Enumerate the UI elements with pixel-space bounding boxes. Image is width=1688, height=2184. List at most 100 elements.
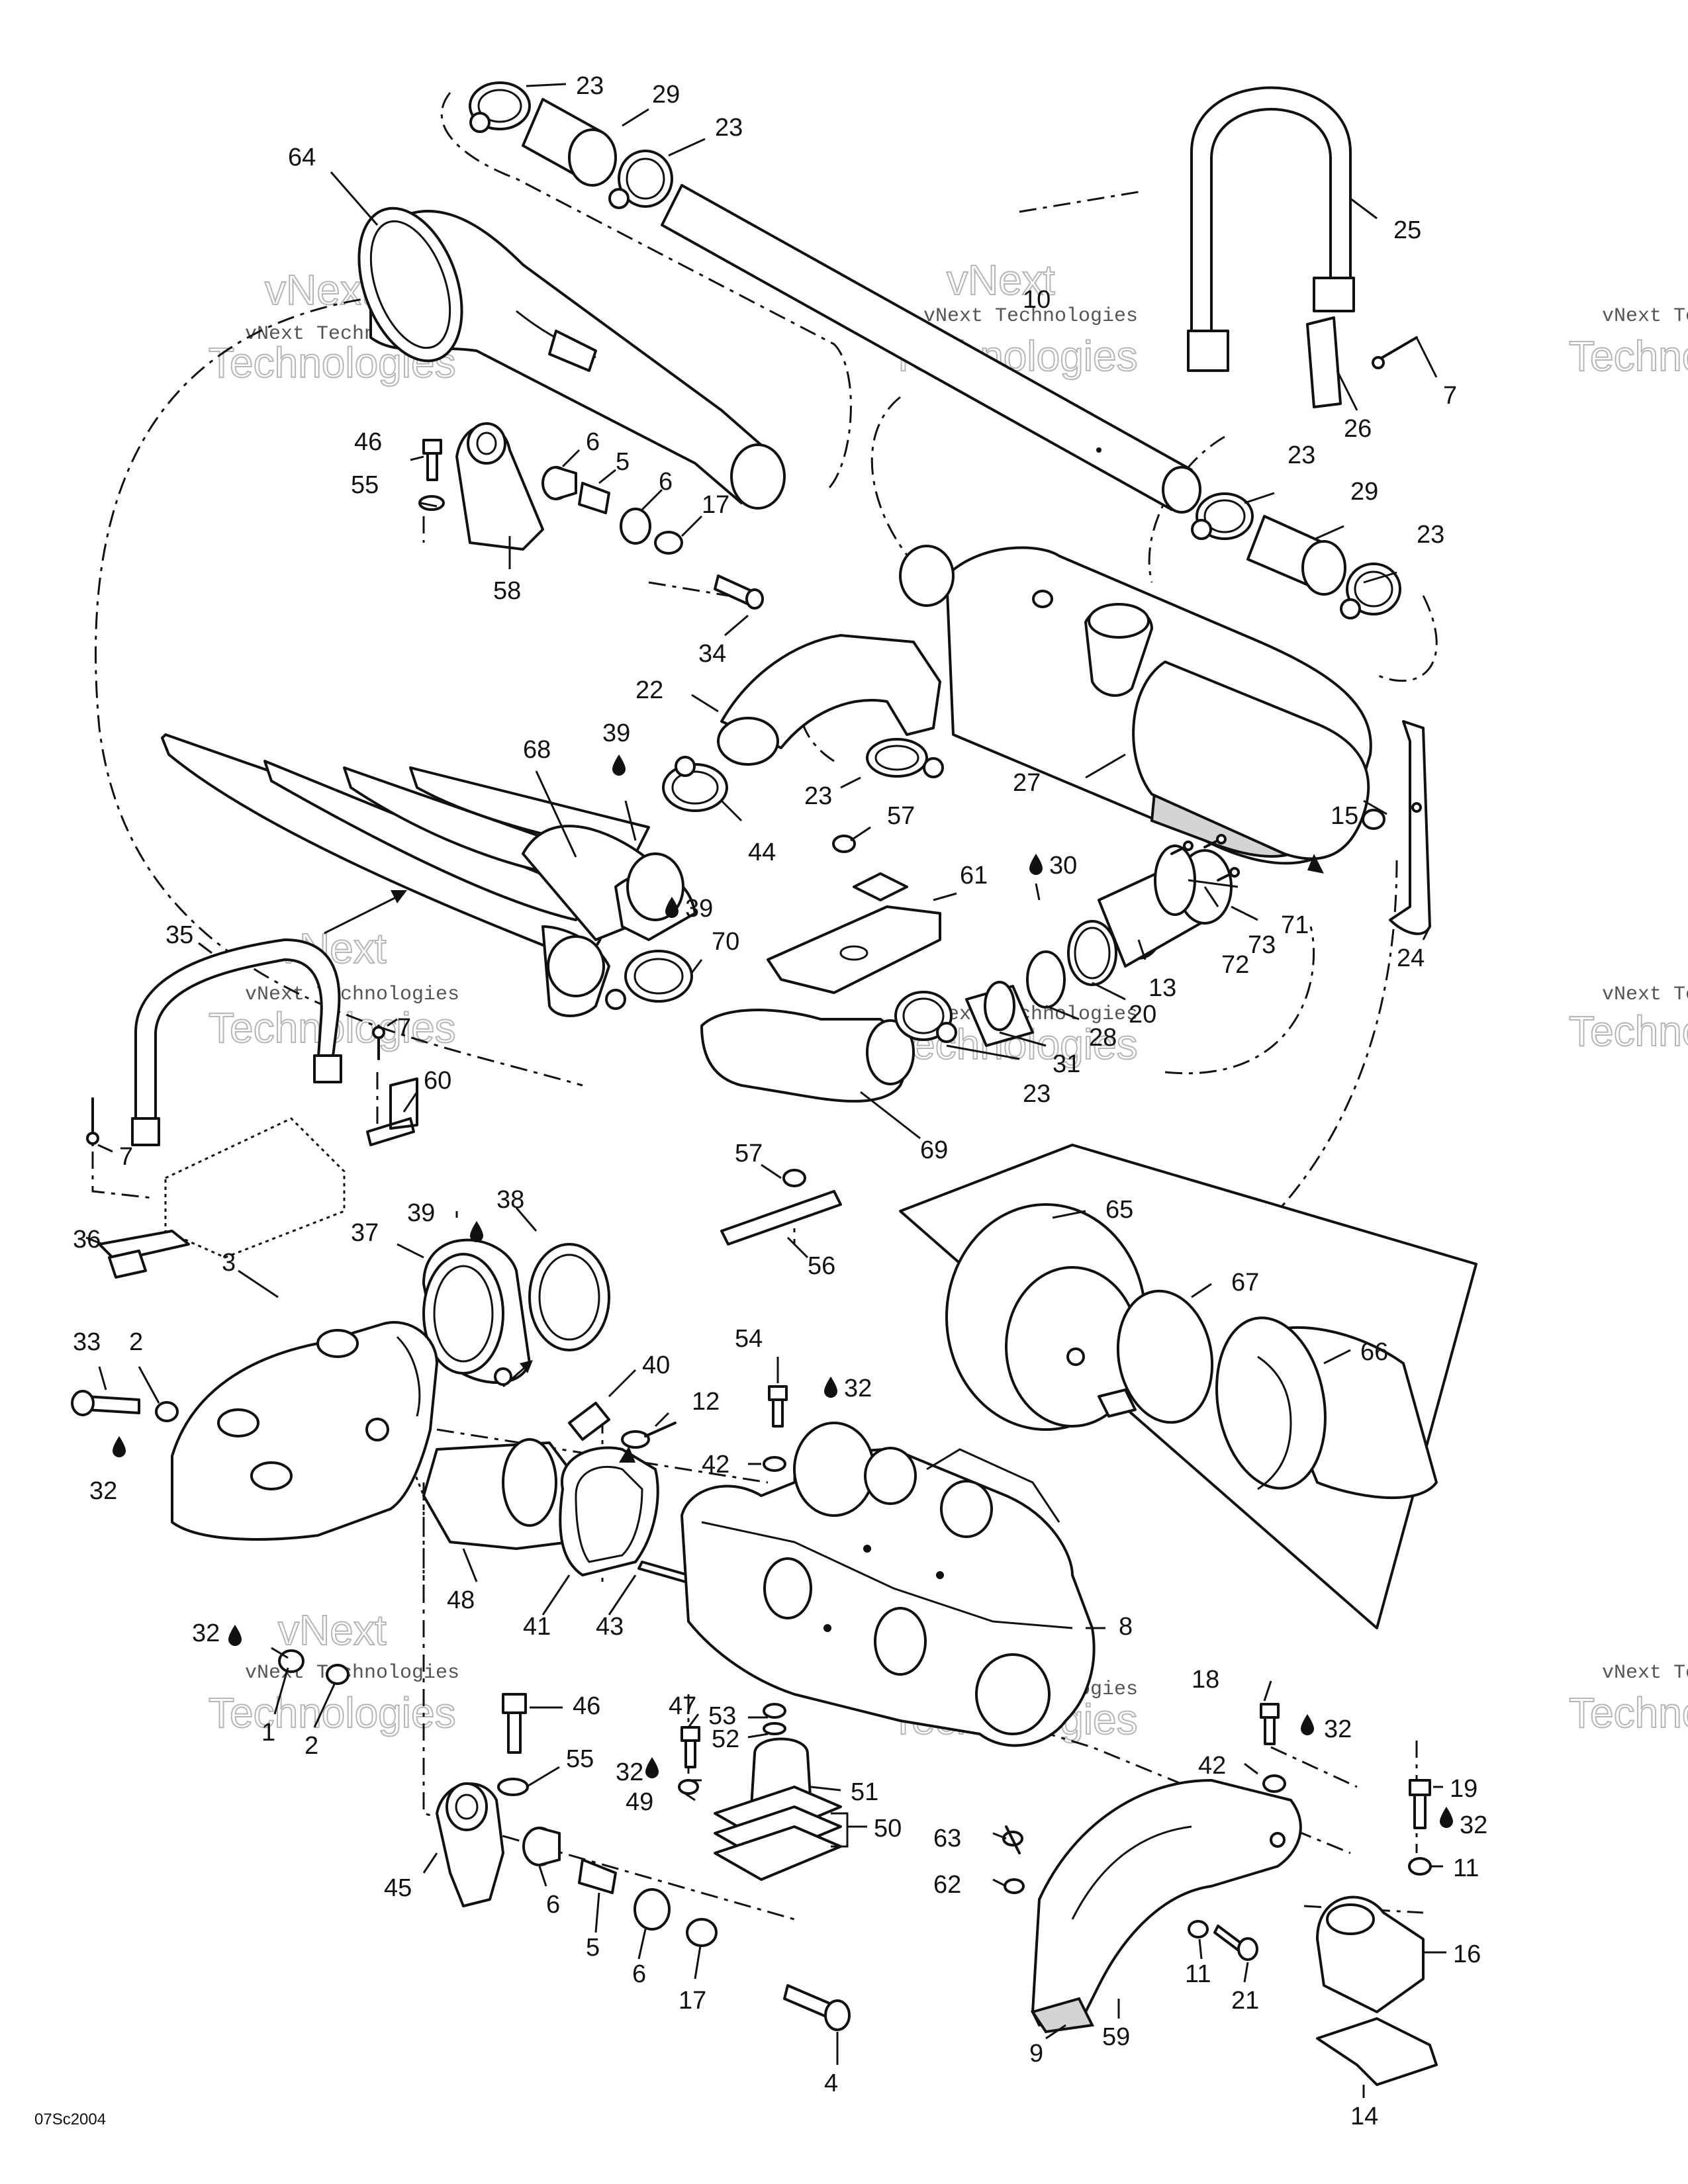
callout: 18 — [1192, 1666, 1219, 1694]
nut-53 — [763, 1703, 786, 1719]
callout: 7 — [397, 1014, 411, 1042]
callout: 34 — [698, 640, 726, 668]
callout: 63 — [933, 1825, 961, 1852]
clamp-70 — [605, 950, 693, 1010]
callout: 32 — [616, 1758, 643, 1786]
washer-55-upper — [418, 495, 445, 511]
bolt-18 — [1260, 1703, 1280, 1745]
callout: 36 — [73, 1226, 101, 1253]
direction-arrows — [324, 854, 1324, 1463]
callout: 42 — [702, 1451, 729, 1479]
screws-71 — [1170, 834, 1240, 882]
callout: 64 — [288, 144, 316, 171]
manifold-3 — [171, 1321, 438, 1541]
callout: 71 — [1281, 911, 1309, 939]
watermark-text: vNext Technologies — [1602, 1662, 1688, 1684]
tube-40 — [568, 1402, 610, 1441]
callout: 19 — [1450, 1775, 1477, 1803]
watermark-text: vNext Technologies — [1602, 983, 1688, 1006]
callout: 29 — [652, 81, 680, 109]
bolt-21 — [1213, 1925, 1258, 1961]
bracket-61 — [767, 872, 941, 994]
lubricant-drop-icon — [612, 754, 626, 776]
callout: 66 — [1360, 1338, 1388, 1366]
callout: 55 — [351, 471, 379, 499]
flange-37 — [422, 1238, 531, 1386]
callout: 67 — [1231, 1269, 1259, 1297]
callout: 10 — [1023, 286, 1051, 314]
callout: 7 — [1443, 382, 1457, 410]
screw-57-upper — [832, 835, 856, 853]
callout: 6 — [586, 428, 600, 456]
callout: 2 — [305, 1732, 318, 1760]
sleeve-5-upper — [578, 482, 610, 514]
callout: 29 — [1350, 478, 1378, 506]
callout: 13 — [1149, 974, 1176, 1002]
callout: 8 — [1119, 1613, 1133, 1641]
bracket-45 — [436, 1782, 504, 1907]
screw-46-lower — [502, 1693, 527, 1754]
callout: 27 — [1013, 769, 1041, 797]
callout: 32 — [844, 1375, 872, 1402]
washer-17-upper — [654, 531, 683, 555]
callout: 24 — [1397, 944, 1425, 972]
lubricant-drop-icon — [470, 1221, 483, 1242]
silencer-66 — [1215, 1316, 1438, 1500]
callout: 73 — [1248, 931, 1276, 959]
callout: 70 — [712, 928, 739, 956]
tuned-pipe-assembly-68 — [161, 733, 696, 1017]
clamp-23-middle — [1191, 492, 1254, 540]
callout: 65 — [1105, 1196, 1133, 1224]
callout: 32 — [1460, 1811, 1487, 1839]
callout: 44 — [748, 839, 776, 866]
bolt-54 — [768, 1385, 788, 1428]
washer-42-center — [763, 1456, 786, 1472]
watermark-text: vNext Technologies — [245, 983, 459, 1006]
lubricant-drop-icon — [1029, 854, 1043, 875]
callout: 14 — [1350, 2103, 1378, 2130]
callout: 15 — [1331, 802, 1358, 830]
callout: 6 — [659, 468, 673, 496]
callout: 21 — [1231, 1987, 1259, 2015]
washer-52 — [763, 1722, 786, 1735]
watermark-text: vNext Technologies — [245, 1662, 459, 1684]
callout: 17 — [679, 1987, 706, 2015]
watermark-text: vNext Technologies — [1602, 305, 1688, 328]
watermark-text: vNext — [278, 1606, 387, 1654]
clip-63 — [1002, 1825, 1023, 1854]
callout: 1 — [261, 1719, 275, 1747]
callout: 4 — [824, 2070, 838, 2097]
washer-55-lower — [497, 1778, 529, 1796]
leader-lines — [85, 83, 1446, 2098]
callout: 49 — [626, 1788, 653, 1816]
ring-28 — [1026, 950, 1066, 1009]
callout: 48 — [447, 1586, 475, 1614]
bracket-36 — [98, 1230, 190, 1279]
bolt-19 — [1409, 1779, 1431, 1829]
callout: 12 — [692, 1388, 720, 1416]
callout: 69 — [920, 1136, 948, 1164]
plate-56 — [720, 1190, 842, 1246]
callout: 60 — [424, 1067, 451, 1095]
callout: 16 — [1453, 1940, 1481, 1968]
hose-69 — [700, 1009, 915, 1103]
grommet-6-lower-a — [522, 1827, 561, 1866]
clip-12 — [621, 1422, 677, 1449]
callout: 41 — [523, 1613, 551, 1641]
washer-17-lower — [686, 1918, 718, 1947]
callout: 53 — [708, 1702, 736, 1730]
callout: 57 — [887, 802, 915, 830]
drawing-number: 07Sc2004 — [34, 2111, 106, 2128]
sleeve-31 — [965, 981, 1034, 1047]
watermark-text: vNext — [265, 266, 373, 314]
clamp-23-lower — [894, 991, 957, 1043]
callout: 32 — [89, 1477, 117, 1505]
rivet-7-lower — [86, 1097, 99, 1146]
lubricant-drop-icon — [1301, 1714, 1314, 1735]
mount-16 — [1316, 1895, 1425, 2013]
sleeve-5-lower — [578, 1858, 617, 1894]
callout: 58 — [493, 577, 521, 605]
washer-2-lower — [326, 1664, 350, 1685]
callout: 68 — [523, 736, 551, 764]
